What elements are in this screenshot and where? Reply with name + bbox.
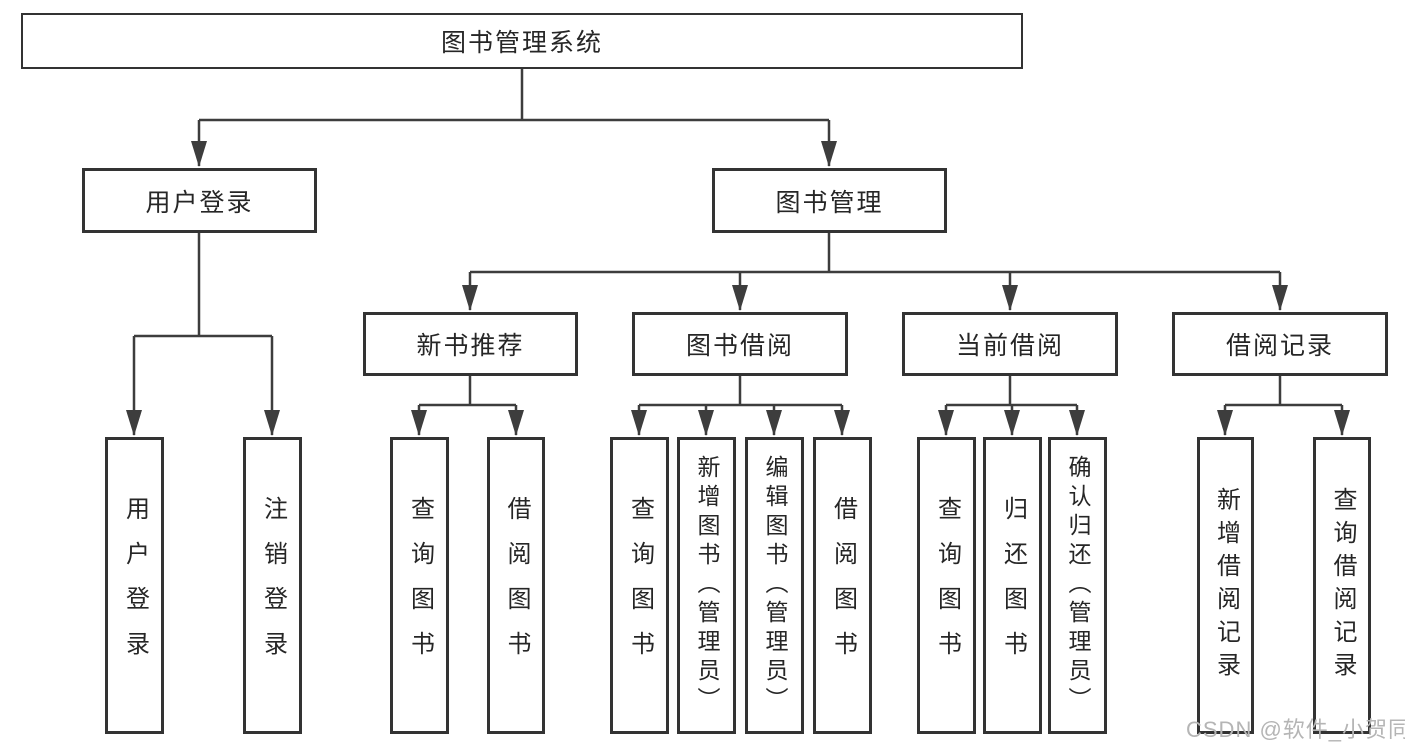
node-label: 用户登录 bbox=[121, 495, 149, 676]
node-current-borrowing: 当前借阅 bbox=[902, 312, 1118, 376]
node-label: 新增图书（管理员） bbox=[694, 455, 720, 716]
leaf-user-login: 用户登录 bbox=[105, 437, 164, 734]
leaf-borrow-books-2: 借阅图书 bbox=[813, 437, 872, 734]
node-label: 用户登录 bbox=[145, 188, 254, 217]
node-label: 查询图书 bbox=[933, 495, 961, 676]
node-label: 借阅图书 bbox=[503, 495, 530, 676]
leaf-logout: 注销登录 bbox=[243, 437, 302, 734]
node-label: 新增借阅记录 bbox=[1212, 486, 1240, 685]
node-borrowing-records: 借阅记录 bbox=[1172, 312, 1388, 376]
node-label: 注销登录 bbox=[259, 495, 287, 676]
node-root-book-management-system: 图书管理系统 bbox=[21, 13, 1023, 69]
node-user-login: 用户登录 bbox=[82, 168, 317, 233]
node-label: 图书借阅 bbox=[685, 332, 794, 360]
node-label: 查询图书 bbox=[406, 495, 434, 676]
node-label: 当前借阅 bbox=[955, 332, 1064, 360]
node-label: 归还图书 bbox=[999, 495, 1027, 676]
node-label: 确认归还（管理员） bbox=[1065, 455, 1091, 716]
node-label: 借阅记录 bbox=[1225, 332, 1334, 360]
leaf-query-borrow-record: 查询借阅记录 bbox=[1313, 437, 1371, 734]
leaf-edit-books-admin: 编辑图书（管理员） bbox=[745, 437, 804, 734]
csdn-watermark: CSDN @软件_小贺同学 bbox=[1186, 717, 1405, 742]
node-new-book-recommend: 新书推荐 bbox=[363, 312, 578, 376]
node-label: 新书推荐 bbox=[416, 332, 525, 360]
leaf-add-books-admin: 新增图书（管理员） bbox=[677, 437, 736, 734]
node-book-management: 图书管理 bbox=[712, 168, 947, 233]
node-label: 查询借阅记录 bbox=[1329, 486, 1356, 685]
leaf-query-books-2: 查询图书 bbox=[610, 437, 669, 734]
leaf-borrow-books-1: 借阅图书 bbox=[487, 437, 545, 734]
leaf-query-books-3: 查询图书 bbox=[917, 437, 976, 734]
node-label: 借阅图书 bbox=[829, 495, 857, 676]
node-label: 查询图书 bbox=[626, 495, 654, 676]
leaf-query-books-1: 查询图书 bbox=[390, 437, 449, 734]
node-label: 图书管理系统 bbox=[440, 29, 603, 57]
node-book-borrowing: 图书借阅 bbox=[632, 312, 848, 376]
leaf-confirm-return-admin: 确认归还（管理员） bbox=[1048, 437, 1107, 734]
node-label: 图书管理 bbox=[775, 188, 884, 217]
leaf-return-books: 归还图书 bbox=[983, 437, 1042, 734]
leaf-add-borrow-record: 新增借阅记录 bbox=[1197, 437, 1254, 734]
node-label: 编辑图书（管理员） bbox=[762, 455, 788, 716]
